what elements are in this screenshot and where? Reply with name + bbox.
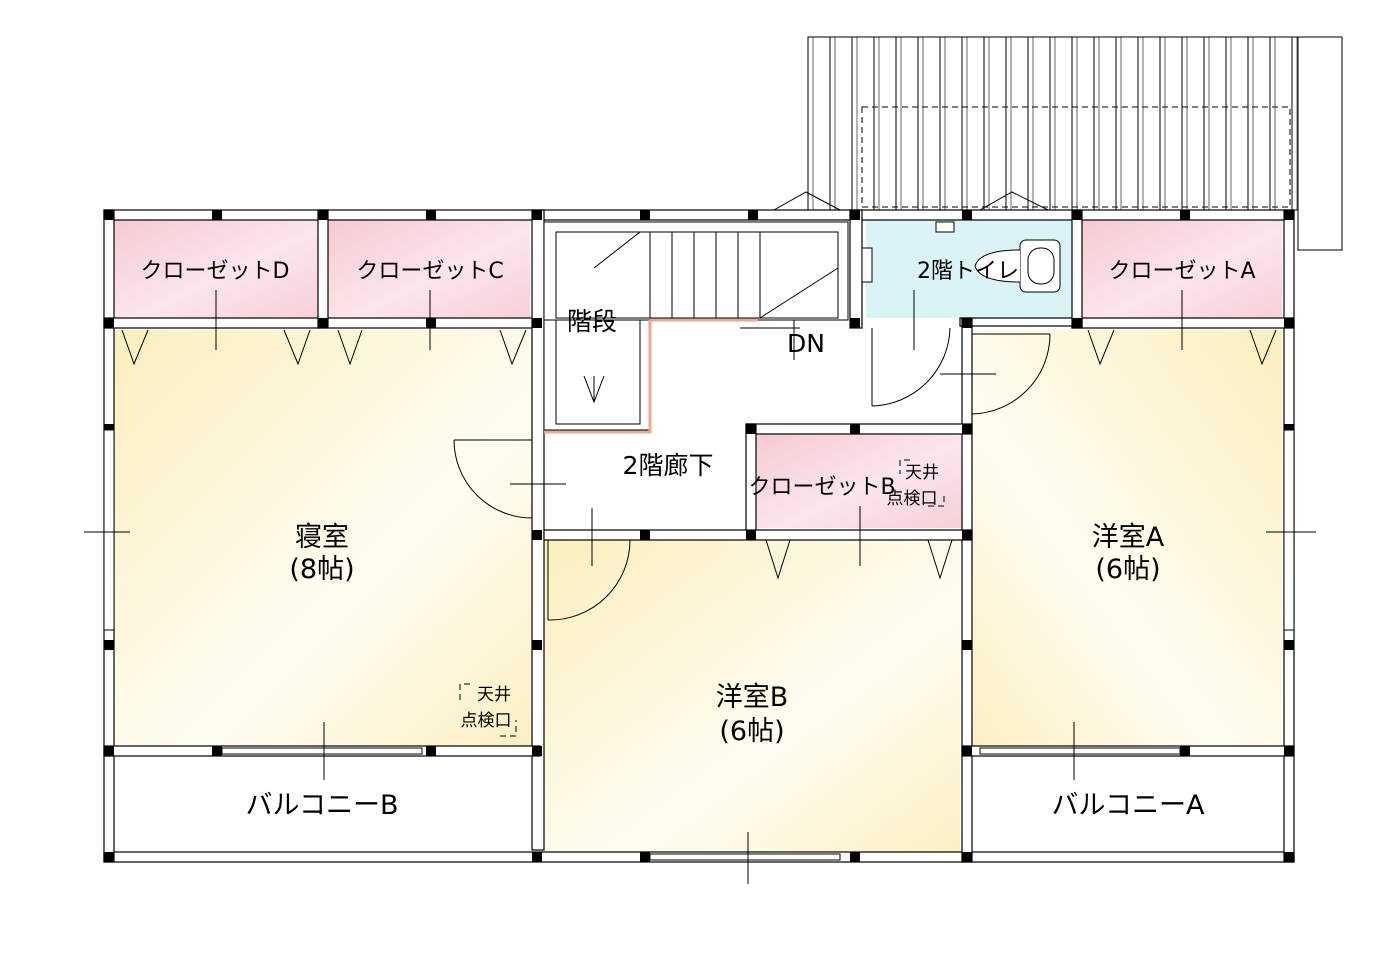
wall-post [640, 530, 650, 540]
wall-post [850, 210, 860, 220]
ceiling-hatch-marker-bedroom [459, 683, 517, 737]
balcony-b-label: バルコニーB [246, 790, 399, 821]
western-b-fill [544, 540, 960, 852]
structural-posts [104, 210, 1294, 862]
wall-post [532, 318, 542, 328]
wall-post [746, 530, 756, 540]
closet-b-hatch-line1: 天井 [905, 463, 939, 483]
wall-post [1072, 210, 1082, 220]
windows [103, 429, 1295, 861]
wall-post [318, 210, 328, 220]
wall-post [640, 210, 650, 220]
dn-label: DN [787, 329, 825, 358]
western-a-label: 洋室A [1092, 522, 1165, 553]
wall-post [426, 318, 436, 328]
toilet-fixture-icon [861, 221, 1061, 293]
bedroom-size: (8帖) [289, 554, 354, 585]
wall-post [962, 530, 972, 540]
wall-post [212, 210, 222, 220]
wall-post [850, 318, 860, 328]
bedroom-label: 寝室 [295, 522, 349, 553]
western-b-size: (6帖) [719, 716, 784, 747]
wall-post [962, 640, 972, 650]
wall-post [1284, 746, 1294, 756]
closet-c-label: クローゼットC [356, 259, 503, 284]
closet-a-label: クローゼットA [1108, 259, 1255, 284]
wall-post [426, 210, 436, 220]
staircase [543, 221, 849, 434]
wall-post [532, 852, 542, 862]
wall-post [1284, 852, 1294, 862]
stairs-label: 階段 [567, 307, 617, 336]
wall-post [532, 746, 542, 756]
wall-post [962, 852, 972, 862]
wall-post [1284, 640, 1294, 650]
bedroom-hatch-line2: 点検口 [461, 711, 512, 731]
closet-d-fill [112, 220, 318, 318]
wall-post [318, 318, 328, 328]
closet-b-fill [756, 432, 962, 528]
wall-post [532, 640, 542, 650]
wall-post [1284, 210, 1294, 220]
wall-post [748, 210, 758, 220]
ceiling-hatch-marker-closet-b [899, 459, 945, 507]
wall-post [104, 210, 114, 220]
closet-d-label: クローゼットD [141, 259, 290, 284]
wall-post [104, 318, 114, 328]
western-b-label: 洋室B [716, 682, 789, 713]
closet-b-label: クローゼットB [748, 475, 895, 500]
wall-post [104, 746, 114, 756]
wall-post [426, 746, 436, 756]
doors [121, 191, 1277, 621]
balcony-a-label: バルコニーA [1052, 790, 1205, 821]
wall-post [104, 852, 114, 862]
wall-post [532, 210, 542, 220]
western-a-fill [972, 330, 1282, 748]
roof-hatching [807, 36, 1343, 251]
wall-post [1284, 318, 1294, 328]
bedroom-fill [112, 330, 532, 748]
reference-lines [84, 290, 1316, 884]
closet-b-hatch-line2: 点検口 [887, 489, 938, 509]
closet-c-fill [328, 220, 530, 318]
wall-post [962, 424, 972, 434]
wall-post [104, 424, 114, 434]
wall-post [532, 530, 542, 540]
wall-post [104, 640, 114, 650]
toilet-label: 2階トイレ [917, 259, 1019, 284]
wall-post [212, 746, 222, 756]
wall-post [640, 852, 650, 862]
wall-post [850, 852, 860, 862]
hallway-label: 2階廊下 [623, 451, 714, 480]
wall-post [1072, 318, 1082, 328]
bedroom-hatch-line1: 天井 [477, 685, 511, 705]
wall-post [1180, 210, 1190, 220]
wall-post [962, 746, 972, 756]
wall-post [962, 318, 972, 328]
wall-post [962, 210, 972, 220]
wall-post [746, 424, 756, 434]
wall-post [850, 424, 860, 434]
wall-post [1180, 746, 1190, 756]
wall-post [1284, 424, 1294, 434]
western-a-size: (6帖) [1095, 554, 1160, 585]
